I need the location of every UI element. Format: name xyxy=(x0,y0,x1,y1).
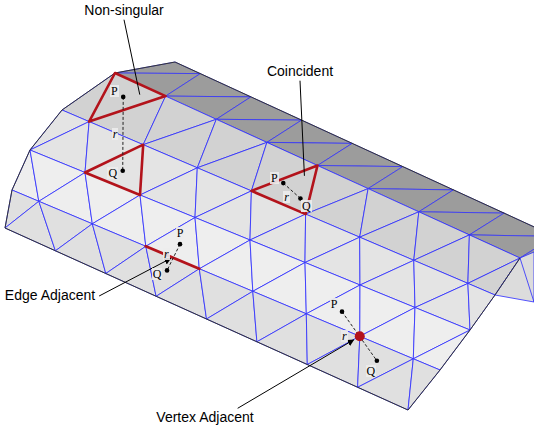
end-cap xyxy=(495,252,534,302)
point-label: Q xyxy=(152,268,163,280)
mesh-line xyxy=(520,258,534,302)
point-dot xyxy=(281,181,286,186)
highlighted-triangle xyxy=(85,145,143,195)
point-dot xyxy=(340,309,345,314)
distance-line xyxy=(342,312,377,361)
mesh-triangle xyxy=(207,291,257,342)
leader-line xyxy=(238,340,354,408)
point-dot xyxy=(120,168,125,173)
point-label: Q xyxy=(107,167,118,179)
highlighted-edge xyxy=(146,246,200,269)
mesh-triangle xyxy=(156,269,206,319)
highlight-marks xyxy=(85,73,379,363)
callout-label: Non-singular xyxy=(82,3,165,18)
point-label: P xyxy=(270,172,279,184)
point-dot xyxy=(121,95,126,100)
point-label: Q xyxy=(301,200,312,212)
point-label: P xyxy=(330,298,339,310)
callout-label: Vertex Adjacent xyxy=(154,410,255,425)
point-dot xyxy=(375,358,380,363)
mesh-strip xyxy=(12,150,470,370)
mesh-triangle xyxy=(307,336,360,387)
callout-label: Edge Adjacent xyxy=(3,288,97,303)
point-label: r xyxy=(163,248,170,260)
surface-outline xyxy=(5,228,408,410)
surface-outline xyxy=(5,62,534,248)
point-label: r xyxy=(112,128,119,140)
point-dot xyxy=(178,242,183,247)
point-dot xyxy=(165,268,170,273)
mesh-faces xyxy=(5,62,534,410)
mesh-triangle xyxy=(408,359,440,410)
point-label: Q xyxy=(366,365,377,377)
mesh-triangle xyxy=(469,213,534,236)
mesh-triangle xyxy=(468,283,495,330)
highlighted-triangle xyxy=(89,73,166,122)
distance-line xyxy=(122,97,124,171)
point-label: P xyxy=(176,227,185,239)
mesh-triangle xyxy=(257,314,307,365)
point-label: P xyxy=(110,85,119,97)
leader-line xyxy=(300,81,304,176)
point-label: r xyxy=(283,191,290,203)
leader-line xyxy=(124,20,140,95)
leader-lines xyxy=(99,20,354,409)
leader-line xyxy=(99,258,171,296)
mesh-triangle xyxy=(358,359,414,410)
shared-vertex xyxy=(355,331,365,341)
highlighted-triangle xyxy=(251,166,317,215)
callout-label: Coincident xyxy=(265,64,335,79)
point-label: r xyxy=(341,330,348,342)
surface-outline xyxy=(408,258,520,410)
